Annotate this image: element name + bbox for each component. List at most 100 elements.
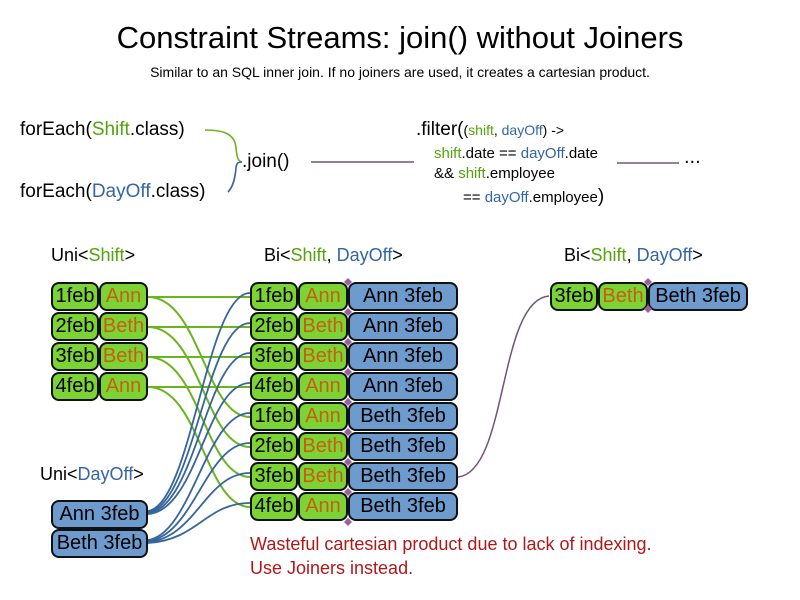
header-text: , bbox=[626, 245, 637, 265]
code-text: == bbox=[463, 189, 485, 206]
header-text: > bbox=[692, 245, 703, 265]
header-text: , bbox=[326, 245, 337, 265]
bi-right-header: Bi<Shift, DayOff> bbox=[564, 245, 703, 266]
page-title: Constraint Streams: join() without Joine… bbox=[116, 20, 684, 55]
shift-employee-cell: Ann bbox=[298, 282, 348, 311]
uni-dayoff-row: Ann 3feb bbox=[51, 500, 148, 529]
code-join: .join() bbox=[242, 151, 290, 172]
code-dayoff-ref: dayOff bbox=[520, 145, 565, 162]
dayoff-cell: Ann 3feb bbox=[348, 282, 458, 311]
shift-date-cell: 3feb bbox=[550, 282, 598, 311]
bi-row: 2feb Beth Beth 3feb bbox=[250, 432, 458, 461]
shift-employee-cell: Ann bbox=[298, 372, 348, 401]
dayoff-cell: Beth 3feb bbox=[648, 282, 748, 311]
code-foreach-dayoff: forEach(DayOff.class) bbox=[20, 181, 206, 203]
bi-row: 1feb Ann Beth 3feb bbox=[250, 402, 458, 431]
shift-employee-cell: Beth bbox=[298, 342, 348, 371]
header-dayoff: DayOff bbox=[77, 464, 134, 484]
shift-date-cell: 1feb bbox=[250, 402, 298, 431]
uni-shift-row: 2feb Beth bbox=[51, 312, 148, 341]
page-subtitle: Similar to an SQL inner join. If no join… bbox=[150, 64, 650, 80]
code-foreach-shift: forEach(Shift.class) bbox=[20, 119, 185, 141]
code-filter-head: .filter((shift, dayOff) -> bbox=[416, 119, 564, 141]
header-dayoff: DayOff bbox=[636, 245, 693, 265]
shift-employee-cell: Beth bbox=[99, 312, 148, 341]
shift-employee-cell: Beth bbox=[598, 282, 648, 311]
code-text: .date == bbox=[461, 145, 521, 162]
dayoff-cell: Beth 3feb bbox=[348, 462, 458, 491]
header-text: > bbox=[124, 245, 136, 265]
bi-row: 4feb Ann Ann 3feb bbox=[250, 372, 458, 401]
shift-employee-cell: Ann bbox=[99, 282, 148, 311]
dayoff-cell: Ann 3feb bbox=[51, 500, 148, 529]
dayoff-cell: Ann 3feb bbox=[348, 312, 458, 341]
header-text: Bi< bbox=[264, 245, 291, 265]
shift-employee-cell: Beth bbox=[298, 312, 348, 341]
code-text: .employee bbox=[485, 165, 555, 182]
dayoff-cell: Beth 3feb bbox=[348, 402, 458, 431]
shift2-to-bi6-line bbox=[147, 326, 251, 448]
uni-dayoff-row: Beth 3feb bbox=[51, 529, 148, 558]
header-dayoff: DayOff bbox=[336, 245, 393, 265]
shift1-to-bi5-line bbox=[147, 296, 251, 418]
shift-date-cell: 4feb bbox=[51, 372, 99, 401]
bi-row: 2feb Beth Ann 3feb bbox=[250, 312, 458, 341]
code-dayoff-ref: dayOff bbox=[484, 189, 529, 206]
shift-employee-cell: Ann bbox=[298, 492, 348, 521]
bi7-to-result-line bbox=[457, 295, 550, 478]
code-ellipsis: ... bbox=[684, 146, 701, 168]
shift-employee-cell: Beth bbox=[298, 462, 348, 491]
shift-employee-cell: Ann bbox=[298, 402, 348, 431]
warning-line-2: Use Joiners instead. bbox=[250, 558, 414, 578]
uni-shift-row: 1feb Ann bbox=[51, 282, 148, 311]
warning-caption: Wasteful cartesian product due to lack o… bbox=[250, 532, 652, 580]
code-text: .filter( bbox=[416, 119, 464, 140]
code-filter-line4: == dayOff.employee) bbox=[463, 186, 604, 208]
ann3feb-to-bi2-line bbox=[147, 322, 251, 513]
code-text: && bbox=[434, 165, 459, 182]
code-dayoff-param: dayOff bbox=[501, 122, 543, 138]
shift-date-cell: 2feb bbox=[250, 312, 298, 341]
beth3feb-to-bi8-line bbox=[147, 502, 251, 544]
beth3feb-to-bi5-line bbox=[147, 412, 251, 541]
code-text: ) bbox=[597, 186, 605, 207]
ann3feb-to-bi4-line bbox=[147, 382, 251, 515]
code-shift-param: shift bbox=[468, 122, 494, 138]
header-text: Uni< bbox=[40, 464, 78, 484]
code-text: .date bbox=[564, 145, 599, 162]
code-filter-line2: shift.date == dayOff.date bbox=[434, 145, 598, 162]
shift-date-cell: 3feb bbox=[51, 342, 99, 371]
shift-date-cell: 3feb bbox=[250, 342, 298, 371]
header-shift: Shift bbox=[290, 245, 327, 265]
dayoff-cell: Beth 3feb bbox=[348, 492, 458, 521]
brace-shift-to-join-line bbox=[204, 129, 243, 163]
code-shift-ref: shift bbox=[458, 165, 486, 182]
uni-shift-header: Uni<Shift> bbox=[51, 245, 135, 266]
dayoff-cell: Ann 3feb bbox=[348, 372, 458, 401]
shift-date-cell: 2feb bbox=[250, 432, 298, 461]
shift-date-cell: 3feb bbox=[250, 462, 298, 491]
header-shift: Shift bbox=[88, 245, 125, 265]
warning-line-1: Wasteful cartesian product due to lack o… bbox=[250, 534, 652, 554]
shift-date-cell: 1feb bbox=[250, 282, 298, 311]
header-text: Bi< bbox=[564, 245, 591, 265]
code-shift-ref: shift bbox=[434, 145, 462, 162]
brace-dayoff-to-join-line bbox=[227, 161, 243, 193]
beth3feb-to-bi6-line bbox=[147, 442, 251, 542]
header-shift: Shift bbox=[590, 245, 627, 265]
bi-row: 1feb Ann Ann 3feb bbox=[250, 282, 458, 311]
bi-row: 4feb Ann Beth 3feb bbox=[250, 492, 458, 521]
shift-date-cell: 2feb bbox=[51, 312, 99, 341]
shift-employee-cell: Ann bbox=[99, 372, 148, 401]
ann3feb-to-bi1-line bbox=[147, 292, 251, 512]
uni-shift-row: 3feb Beth bbox=[51, 342, 148, 371]
header-text: > bbox=[133, 464, 144, 484]
code-text: ( bbox=[463, 122, 469, 138]
dayoff-cell: Beth 3feb bbox=[51, 529, 148, 558]
ann3feb-to-bi3-line bbox=[147, 352, 251, 514]
shift-employee-cell: Beth bbox=[298, 432, 348, 461]
bi-result-row: 3feb Beth Beth 3feb bbox=[550, 282, 748, 311]
header-text: > bbox=[392, 245, 403, 265]
bi-mid-header: Bi<Shift, DayOff> bbox=[264, 245, 403, 266]
uni-dayoff-header: Uni<DayOff> bbox=[40, 464, 144, 485]
